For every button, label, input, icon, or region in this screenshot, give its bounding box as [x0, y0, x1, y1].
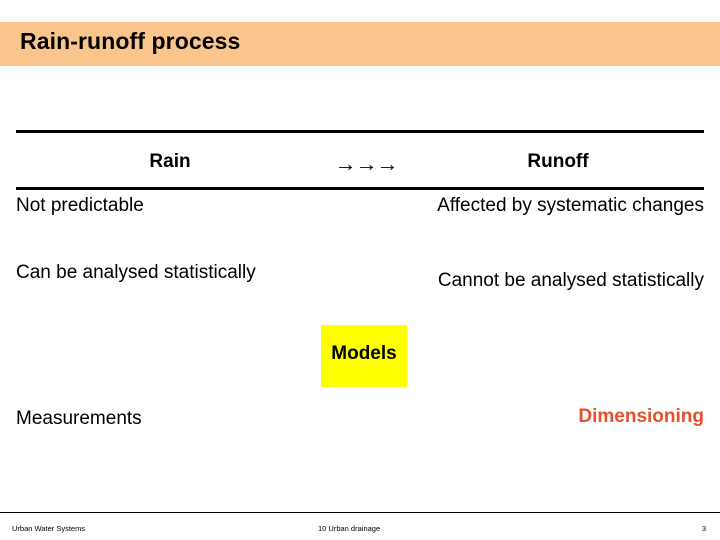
- row2-right-cell: Cannot be analysed statistically: [437, 270, 704, 291]
- table-header-rain: Rain: [149, 151, 191, 172]
- footer-center: 10 Urban drainage: [318, 524, 381, 533]
- page-title: Rain-runoff process: [20, 28, 241, 54]
- measurements-label: Measurements: [16, 408, 142, 429]
- row1-left-cell: Not predictable: [16, 195, 144, 216]
- footer-left: Urban Water Systems: [12, 524, 86, 533]
- models-label: Models: [331, 343, 397, 364]
- dimensioning-label: Dimensioning: [578, 406, 704, 427]
- models-highlight-box: [321, 325, 407, 387]
- row1-right-cell: Affected by systematic changes: [437, 195, 704, 216]
- table-header-rule: [16, 187, 704, 190]
- row2-left-cell: Can be analysed statistically: [16, 262, 256, 283]
- table-top-rule: [16, 130, 704, 133]
- footer-divider: [0, 512, 720, 513]
- arrows-icon: →→→: [334, 151, 399, 176]
- table-header-runoff: Runoff: [527, 151, 589, 172]
- title-banner: [0, 22, 720, 66]
- footer-page-number: 3: [701, 524, 706, 533]
